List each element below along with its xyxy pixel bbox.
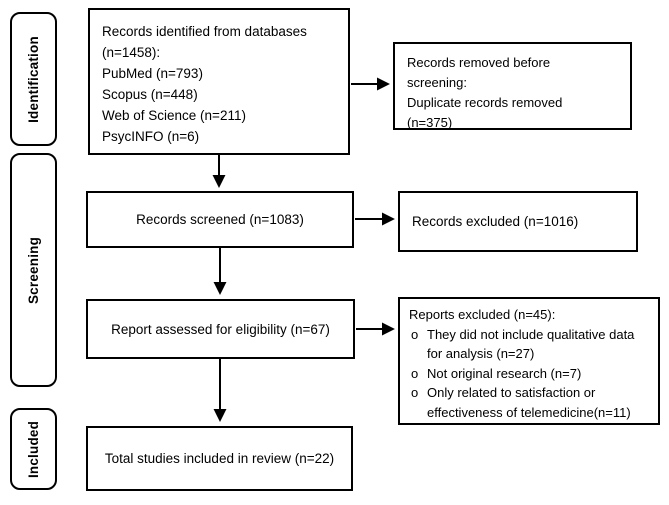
records-identified-line: Records identified from databases [102,24,307,39]
stage-identification: Identification [10,12,57,146]
stage-identification-label: Identification [26,35,41,123]
stage-screening: Screening [10,153,57,387]
box-report-assessed: Report assessed for eligibility (n=67) [86,299,355,359]
records-identified-line: PubMed (n=793) [102,66,203,81]
records-removed-line: screening: [407,75,467,90]
box-records-identified: Records identified from databases (n=145… [88,8,350,155]
box-reports-excluded: Reports excluded (n=45): o They did not … [398,297,660,425]
records-removed-line: (n=375) [407,115,453,130]
reports-excluded-item-text: Only related to satisfaction or effectiv… [427,385,631,420]
bullet-circle-icon: o [411,365,419,381]
reports-excluded-title: Reports excluded (n=45): [409,307,556,322]
reports-excluded-item: o Only related to satisfaction or effect… [409,383,649,422]
records-identified-line: (n=1458): [102,45,161,60]
stage-screening-label: Screening [26,236,42,304]
total-included-label: Total studies included in review (n=22) [104,451,335,466]
records-removed-line: Records removed before [407,55,551,70]
stage-included: Included [10,408,57,490]
records-excluded-label: Records excluded (n=1016) [412,214,579,229]
box-records-screened: Records screened (n=1083) [86,191,354,248]
stage-included-label: Included [26,420,42,478]
records-screened-label: Records screened (n=1083) [136,212,304,227]
box-total-included: Total studies included in review (n=22) [86,426,353,491]
report-assessed-label: Report assessed for eligibility (n=67) [111,321,330,337]
records-identified-line: Scopus (n=448) [102,87,198,102]
reports-excluded-item: o They did not include qualitative data … [409,325,649,364]
records-identified-line: PsycINFO (n=6) [102,129,200,144]
reports-excluded-item-text: They did not include qualitative data fo… [427,326,635,362]
reports-excluded-item: o Not original research (n=7) [409,364,649,384]
bullet-circle-icon: o [411,326,419,342]
box-records-excluded: Records excluded (n=1016) [398,191,638,252]
records-removed-line: Duplicate records removed [407,95,563,110]
box-records-removed: Records removed before screening: Duplic… [393,42,632,130]
reports-excluded-item-text: Not original research (n=7) [427,365,582,381]
bullet-circle-icon: o [411,385,419,400]
records-identified-line: Web of Science (n=211) [102,108,246,123]
